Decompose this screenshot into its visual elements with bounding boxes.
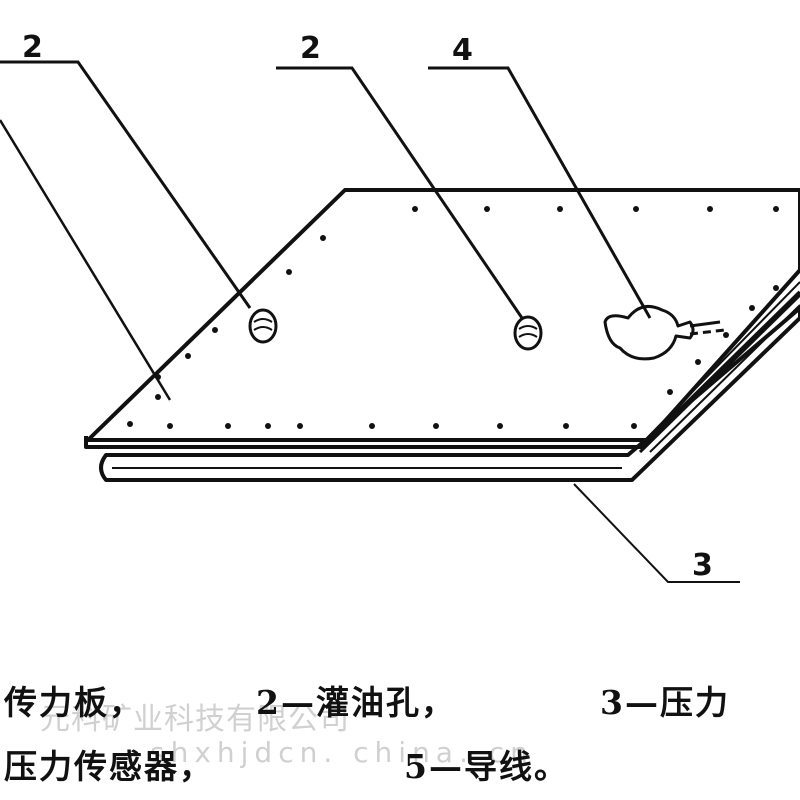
callout-4: 4 (452, 33, 473, 68)
oil-fill-hole-middle (513, 315, 543, 351)
rivet-dot (749, 305, 755, 311)
rivet-dot (707, 206, 713, 212)
rivet-dot (286, 269, 292, 275)
watermark-company: 元科矿业科技有限公司 (40, 702, 350, 737)
leader-lines (0, 60, 740, 583)
rivet-dot (667, 389, 673, 395)
rivet-dot (563, 423, 569, 429)
oil-fill-hole-left (248, 308, 278, 344)
rivet-dot (320, 235, 326, 241)
rivet-dot (212, 327, 218, 333)
transfer-plate (84, 188, 800, 454)
rivet-dot (167, 423, 173, 429)
rivet-dot (773, 285, 779, 291)
pressure-sensor (603, 304, 726, 361)
rivet-dot (773, 206, 779, 212)
rivet-dot (695, 359, 701, 365)
caption-item-1: 传力板， (4, 683, 144, 722)
watermark-url: shxhjdcn. china. cn (150, 736, 534, 769)
rivet-dot (297, 423, 303, 429)
rivet-dot (155, 394, 161, 400)
rivet-dot (369, 423, 375, 429)
callout-2-middle: 2 (300, 31, 321, 66)
caption-item-5: 5—导线。 (404, 747, 569, 786)
caption-line-1: 传力板， 2—灌油孔， 3—压力 (0, 676, 800, 722)
rivet-dot (127, 421, 133, 427)
rivet-dots (127, 206, 779, 429)
callout-3: 3 (692, 548, 713, 583)
rivet-dot (412, 206, 418, 212)
caption-item-3: 3—压力 (600, 683, 730, 722)
pressure-pillow (99, 306, 800, 482)
callout-2-left: 2 (22, 30, 43, 65)
rivet-dot (497, 423, 503, 429)
rivet-dot (433, 423, 439, 429)
rivet-dot (225, 423, 231, 429)
rivet-dot (557, 206, 563, 212)
caption-line-2: 压力传感器， 5—导线。 (0, 740, 800, 786)
caption-item-2: 2—灌油孔， (256, 683, 456, 722)
rivet-dot (185, 353, 191, 359)
rivet-dot (633, 206, 639, 212)
caption-item-4: 压力传感器， (4, 747, 214, 786)
rivet-dot (723, 332, 729, 338)
rivet-dot (265, 423, 271, 429)
rivet-dot (484, 206, 490, 212)
rivet-dot (631, 423, 637, 429)
